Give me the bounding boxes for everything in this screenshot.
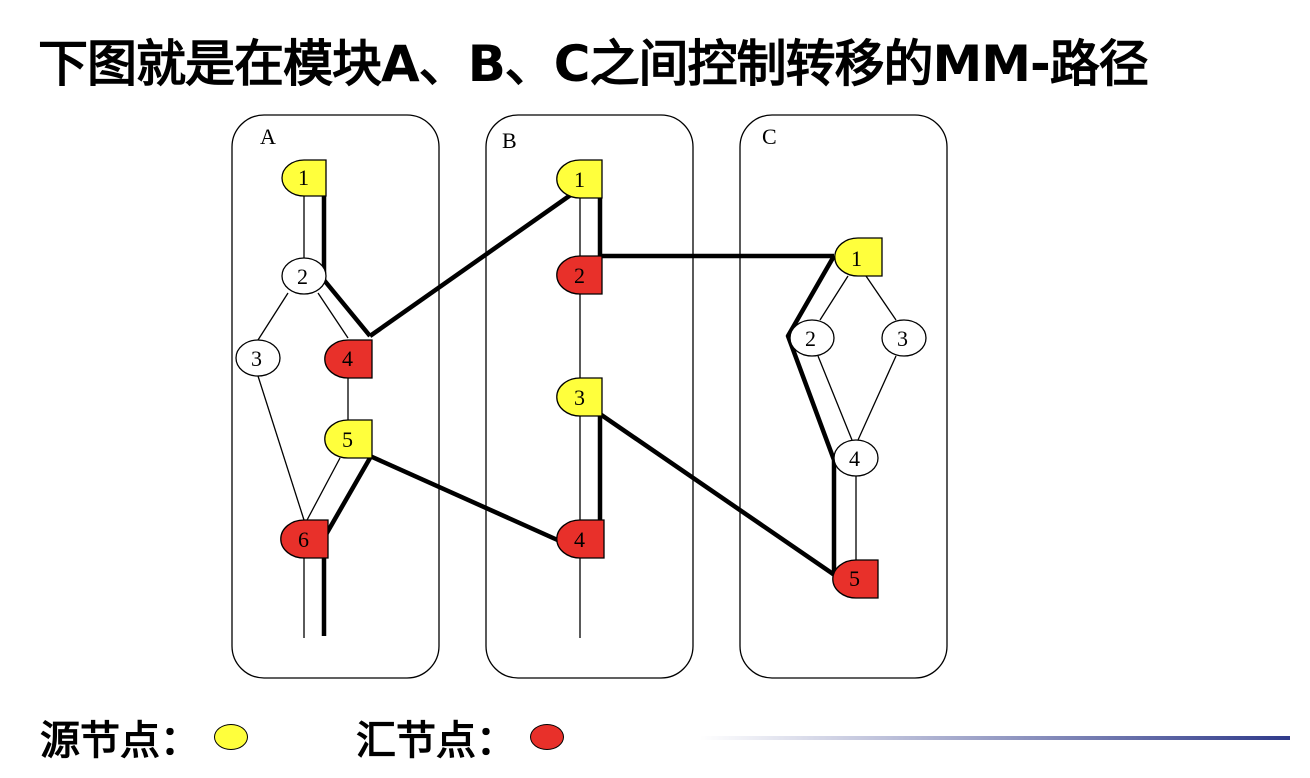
svg-text:1: 1	[298, 165, 309, 190]
svg-text:1: 1	[574, 167, 585, 192]
svg-text:4: 4	[574, 527, 585, 552]
legend-sink: 汇节点：	[356, 708, 564, 766]
node-c-4: 4	[833, 439, 879, 477]
svg-text:2: 2	[805, 326, 816, 351]
svg-text:5: 5	[342, 427, 353, 452]
mm-path-diagram: A B C	[231, 114, 948, 679]
source-node-swatch-icon	[214, 724, 248, 750]
svg-text:6: 6	[298, 527, 309, 552]
svg-text:2: 2	[297, 264, 308, 289]
module-box-a	[231, 114, 440, 679]
node-b-3: 3	[556, 377, 603, 417]
module-label-a: A	[260, 124, 276, 149]
svg-text:4: 4	[342, 346, 353, 371]
legend-source-label: 源节点：	[40, 718, 200, 764]
footer-gradient-bar	[700, 736, 1290, 740]
node-a-6: 6	[280, 519, 329, 559]
node-b-2: 2	[556, 255, 603, 295]
svg-text:3: 3	[251, 346, 262, 371]
module-box-c	[739, 114, 948, 679]
node-b-4: 4	[556, 519, 605, 559]
legend-source: 源节点：	[40, 708, 248, 766]
node-a-2: 2	[281, 257, 327, 295]
legend-sink-label: 汇节点：	[356, 718, 516, 764]
module-label-b: B	[502, 128, 517, 153]
svg-text:4: 4	[849, 446, 860, 471]
sink-node-swatch-icon	[530, 724, 564, 750]
node-a-3: 3	[235, 339, 281, 377]
node-c-2: 2	[789, 319, 835, 357]
svg-text:3: 3	[574, 385, 585, 410]
node-a-5: 5	[324, 419, 373, 459]
node-c-3: 3	[881, 319, 927, 357]
node-a-1: 1	[281, 159, 327, 197]
svg-text:5: 5	[849, 566, 860, 591]
node-b-1: 1	[556, 159, 603, 199]
node-c-1: 1	[834, 237, 883, 277]
svg-text:3: 3	[897, 326, 908, 351]
svg-text:1: 1	[851, 246, 862, 271]
node-c-5: 5	[832, 559, 879, 599]
node-a-4: 4	[324, 339, 373, 379]
module-box-b	[485, 114, 694, 679]
page-title: 下图就是在模块A、B、C之间控制转移的MM-路径	[38, 35, 1149, 93]
svg-text:2: 2	[574, 263, 585, 288]
module-label-c: C	[762, 124, 777, 149]
